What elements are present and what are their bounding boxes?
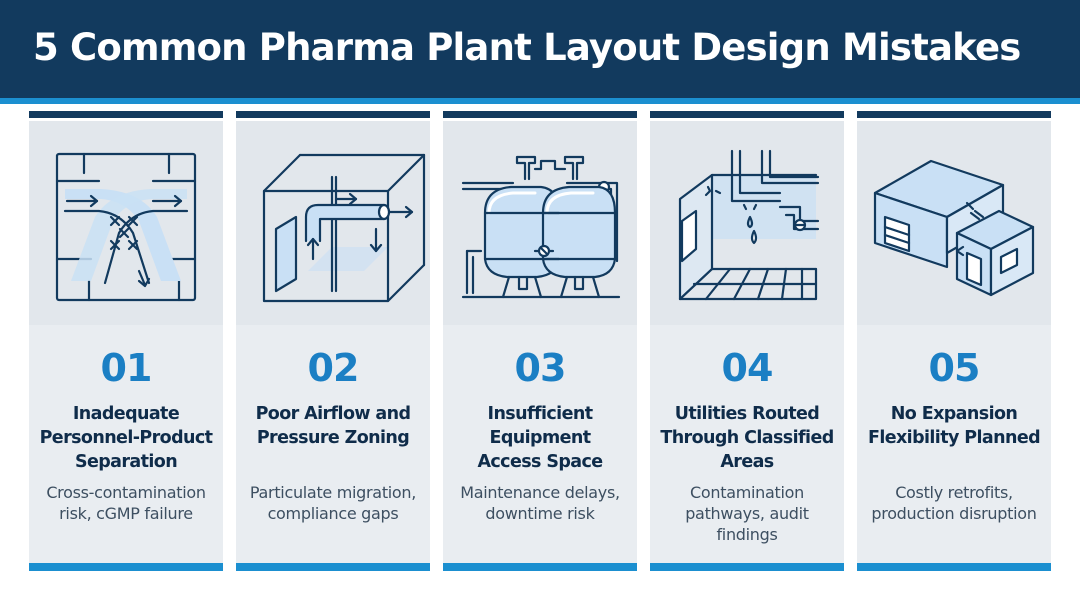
mistake-card-03: 03 Insufficient Equipment Access Space M…: [443, 111, 637, 571]
card-top-bar: [29, 111, 223, 118]
card-icon-panel: [29, 121, 223, 332]
mistake-number: 05: [928, 346, 981, 390]
crossing-flow-paths-icon: [55, 152, 197, 302]
header-accent-stripe: [0, 98, 1080, 104]
mistake-card-04: 04 Utilities Routed Through Classified A…: [650, 111, 844, 571]
mistake-title: No Expansion Flexibility Planned: [867, 404, 1041, 448]
mistake-description: Maintenance delays, downtime risk: [460, 483, 620, 523]
card-icon-panel: [443, 121, 637, 332]
mistake-card-02: 02 Poor Airflow and Pressure Zoning Part…: [236, 111, 430, 571]
card-bottom-bar: [29, 563, 223, 571]
mistake-card-05: 05 No Expansion Flexibility Planned Cost…: [857, 111, 1051, 571]
building-annex-icon: [873, 159, 1035, 297]
mistake-card-01: 01 Inadequate Personnel-Product Separati…: [29, 111, 223, 571]
card-top-bar: [236, 111, 430, 118]
card-text-panel: [29, 325, 223, 563]
mistake-title: Poor Airflow and Pressure Zoning: [255, 404, 411, 448]
card-top-bar: [443, 111, 637, 118]
card-icon-panel: [650, 121, 844, 332]
header-banner: 5 Common Pharma Plant Layout Design Mist…: [0, 0, 1080, 98]
card-bottom-bar: [650, 563, 844, 571]
mistake-title: Utilities Routed Through Classified Area…: [660, 404, 834, 472]
process-tanks-icon: [461, 155, 621, 299]
mistake-title: Insufficient Equipment Access Space: [477, 404, 603, 472]
mistake-number: 04: [721, 346, 774, 390]
card-icon-panel: [857, 121, 1051, 332]
card-text-panel: [857, 325, 1051, 563]
leaking-pipes-room-icon: [678, 149, 820, 301]
mistake-description: Particulate migration, compliance gaps: [249, 483, 417, 523]
card-text-panel: [236, 325, 430, 563]
page-title: 5 Common Pharma Plant Layout Design Mist…: [33, 26, 1021, 69]
mistake-title: Inadequate Personnel-Product Separation: [39, 404, 213, 472]
airflow-duct-room-icon: [262, 153, 426, 303]
card-bottom-bar: [443, 563, 637, 571]
card-top-bar: [857, 111, 1051, 118]
card-text-panel: [443, 325, 637, 563]
card-top-bar: [650, 111, 844, 118]
card-bottom-bar: [857, 563, 1051, 571]
card-text-panel: [650, 325, 844, 563]
mistake-description: Costly retrofits, production disruption: [871, 483, 1037, 523]
mistake-description: Cross-contamination risk, cGMP failure: [46, 483, 206, 523]
mistake-description: Contamination pathways, audit findings: [685, 483, 809, 544]
card-bottom-bar: [236, 563, 430, 571]
card-icon-panel: [236, 121, 430, 332]
mistake-number: 02: [307, 346, 360, 390]
mistake-number: 01: [100, 346, 153, 390]
mistake-number: 03: [514, 346, 567, 390]
